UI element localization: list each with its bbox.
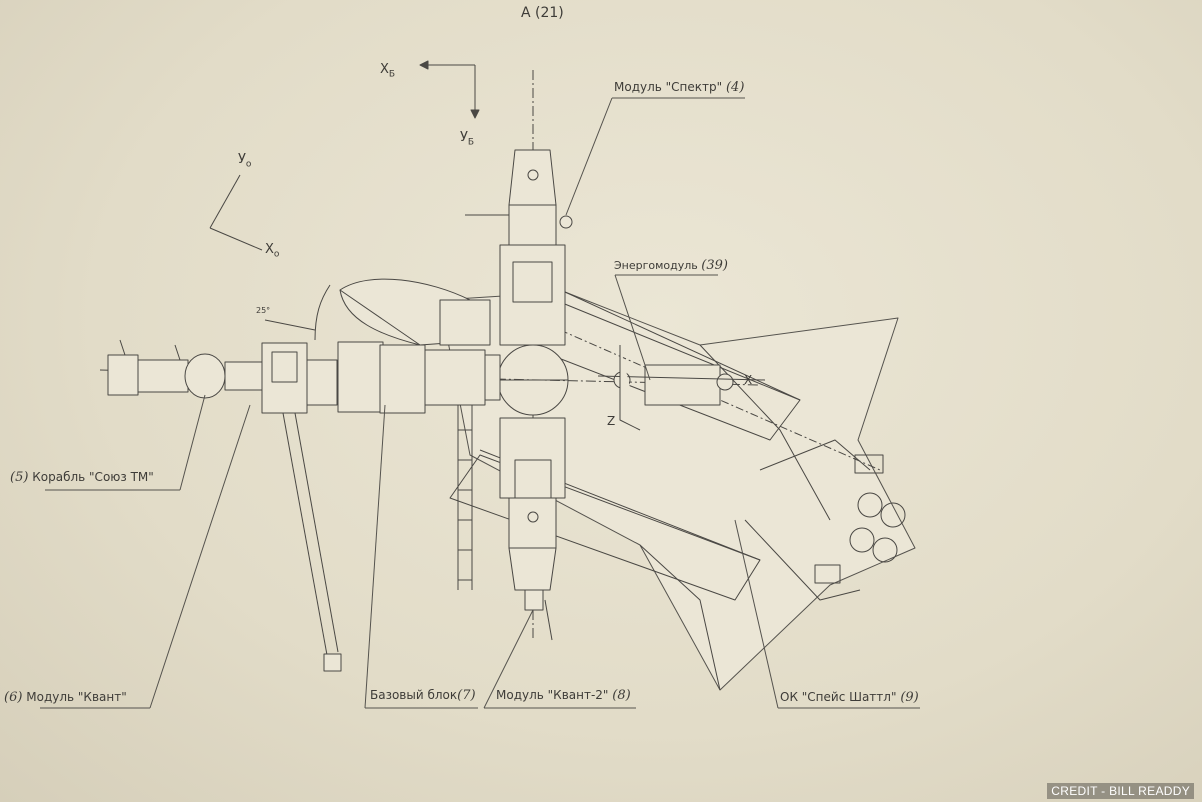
label-shuttle: ОК "Спейс Шаттл" (9) (780, 690, 919, 705)
angle-label: 25° (256, 306, 271, 315)
spektr-module (465, 149, 573, 346)
label-energomodule: Энергомодуль (39) (614, 258, 728, 273)
label-soyuz: (5) Корабль "Союз ТМ" (10, 470, 154, 485)
axis-xb-label: ХБ (380, 62, 396, 80)
sofora-truss (282, 412, 342, 672)
label-kvant: (6) Модуль "Квант" (4, 690, 127, 705)
axis-yo-label: Уо (238, 152, 252, 170)
axis-yb-label: УБ (460, 130, 475, 148)
view-label: А (21) (521, 5, 564, 21)
energomodule (597, 345, 766, 431)
label-spektr: Модуль "Спектр" (4) (614, 80, 745, 95)
label-base-block: Базовый блок(7) (370, 688, 476, 703)
axis-xo-yo (209, 174, 263, 251)
angle-mark (264, 284, 331, 341)
photo-credit: CREDIT - BILL READDY (1047, 783, 1194, 799)
label-kvant2: Модуль "Квант-2" (8) (496, 688, 631, 703)
kristall-module (339, 278, 491, 346)
axis-xo-label: Хо (265, 242, 280, 260)
leader-lines (40, 97, 920, 709)
radiator-truss (457, 405, 473, 590)
axis-x-label: Х (744, 373, 753, 387)
soyuz-tm (107, 339, 263, 399)
axis-z-label: Z (607, 414, 616, 428)
base-block (337, 341, 501, 414)
kvant-module (261, 342, 338, 414)
axis-xb-yb (419, 60, 480, 119)
kvant2-module (499, 417, 566, 641)
